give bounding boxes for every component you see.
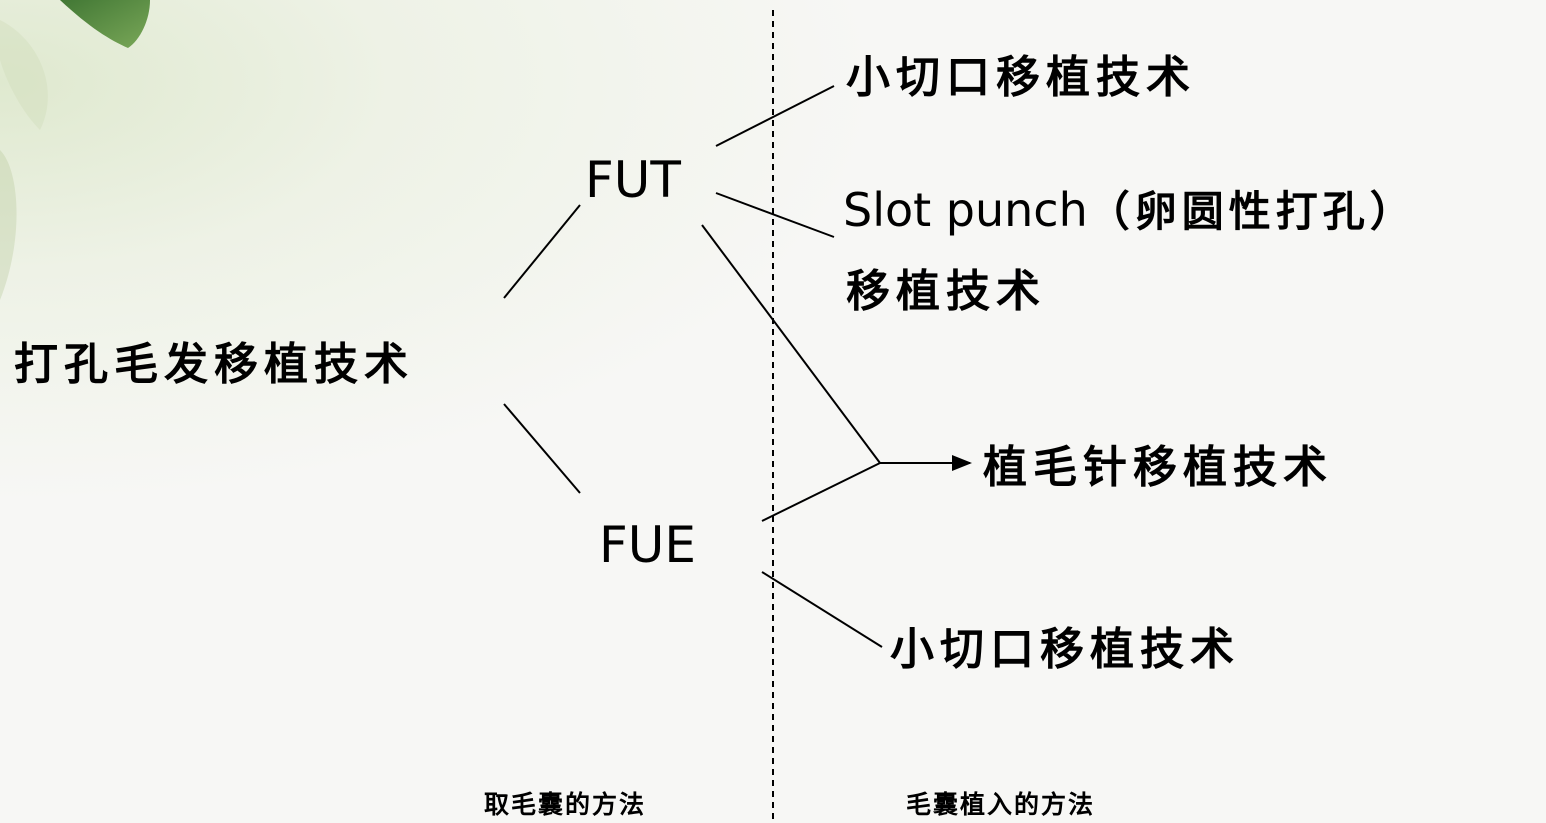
edge-fue-implanter xyxy=(761,462,881,522)
root-label: 打孔毛发移植技术 xyxy=(14,339,414,390)
fut-label: FUT xyxy=(585,151,681,209)
fue-label: FUE xyxy=(599,516,696,574)
slot-punch-line1: Slot punch（卵圆性打孔） xyxy=(843,187,1417,233)
leaf-decoration-icon xyxy=(0,0,150,300)
edge-fut-implanter xyxy=(701,224,881,464)
edge-root-fut xyxy=(503,204,581,299)
edge-fue-small-incision xyxy=(761,571,883,648)
edge-root-fue xyxy=(503,403,581,494)
slot-punch-latin: Slot punch xyxy=(843,183,1088,237)
fue-small-incision-label: 小切口移植技术 xyxy=(890,624,1240,675)
slot-punch-cn: （卵圆性打孔） xyxy=(1087,187,1417,236)
implanter-label: 植毛针移植技术 xyxy=(983,442,1333,493)
harvest-caption: 取毛囊的方法 xyxy=(484,790,647,819)
edge-fut-small-incision xyxy=(715,85,835,147)
slot-punch-line2: 移植技术 xyxy=(846,266,1046,317)
edge-fut-slot-punch xyxy=(715,192,835,238)
fut-small-incision-label: 小切口移植技术 xyxy=(846,52,1196,103)
implant-caption: 毛囊植入的方法 xyxy=(906,790,1096,819)
